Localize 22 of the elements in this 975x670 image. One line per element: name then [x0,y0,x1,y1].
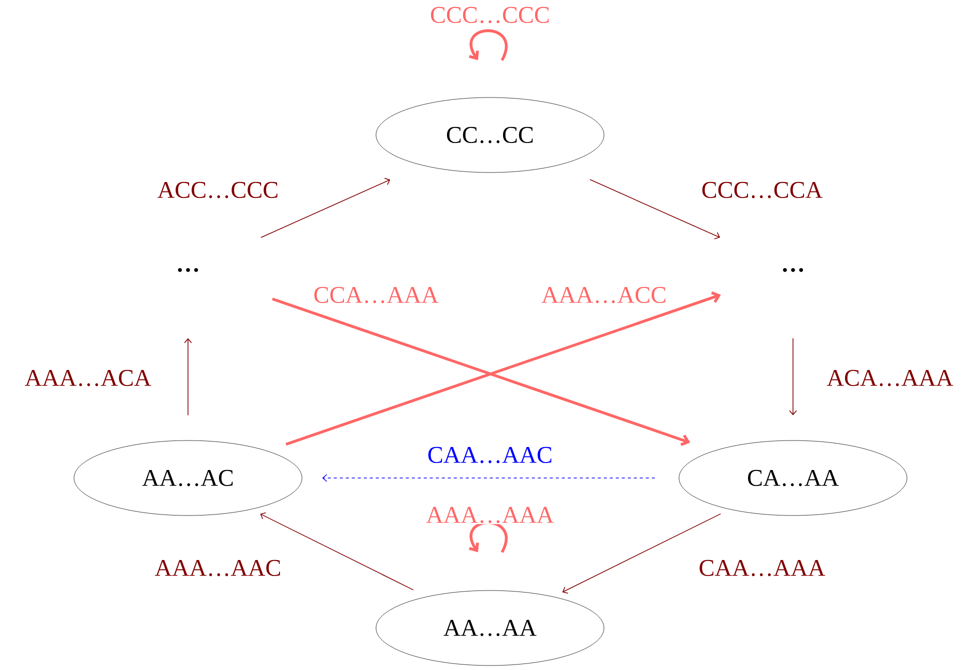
arrow [590,179,720,240]
self-loop-arrow [468,521,508,553]
edge-label: CAA…AAA [698,558,826,578]
arrow [260,178,390,238]
self-loop-arrow [468,29,508,61]
edge-label: CAA…AAC [426,446,554,464]
arrow [184,338,192,416]
edge-label: CCA…AAA [312,286,440,304]
arrow [789,338,797,416]
ellipsis-text: … [178,268,198,272]
arrow [562,513,722,594]
edge-label: ACA…AAA [826,368,954,388]
ellipsis-text: … [783,268,804,272]
edge-label: AAA…AAA [425,506,555,524]
edge-label: ACC…CCC [156,180,280,200]
arrow [322,474,656,482]
arrow [260,512,414,590]
edge-label: AAA…ACA [24,368,152,388]
edge-label: CCC…CCC [428,6,552,24]
edge-label: AAA…AAC [154,558,282,578]
edge-label: AAA…ACC [540,286,668,304]
edge-label: CCC…CCA [700,180,824,200]
